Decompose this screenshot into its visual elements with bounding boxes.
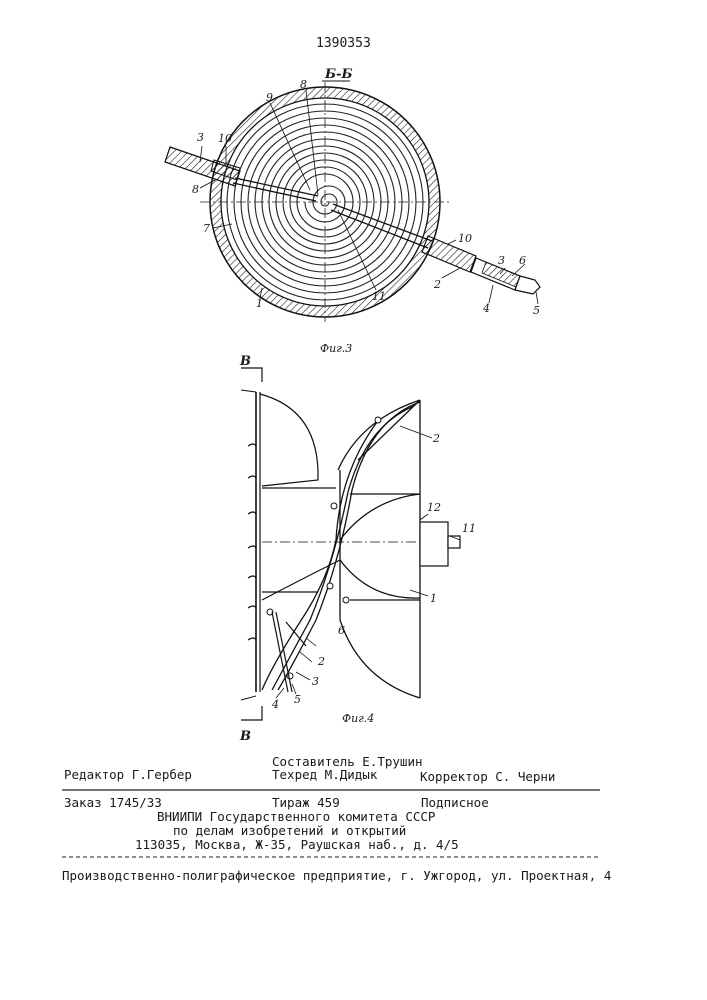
subscription: Подписное — [421, 796, 489, 810]
fig4-label-2-bottom: 2 — [317, 655, 325, 668]
address: 113035, Москва, Ж-35, Раушская наб., д. … — [135, 838, 459, 852]
fig4-label-6: 6 — [338, 624, 345, 637]
org-line-2: по делам изобретений и открытий — [173, 824, 406, 838]
fig4-label-5: 5 — [294, 693, 301, 706]
right-cylinder — [338, 400, 420, 698]
fig3-label-10: 10 — [218, 132, 232, 145]
editor: Редактор Г.Гербер — [64, 768, 192, 782]
fig4-label-3: 3 — [312, 675, 319, 688]
printer: Производственно-полиграфическое предприя… — [62, 869, 611, 883]
fig4-label-2-top: 2 — [432, 432, 440, 445]
fig3-label-7: 7 — [203, 222, 210, 235]
fig3-label-11: 11 — [372, 290, 386, 303]
techred: Техред М.Дидык — [272, 768, 377, 782]
fig3-label-3: 3 — [197, 131, 204, 144]
fig4-section-top: В — [239, 354, 251, 369]
fig3-label-8: 8 — [192, 183, 199, 196]
spiral-tube — [262, 402, 420, 690]
fig4-label-11: 11 — [462, 522, 476, 535]
fig3-caption: Фиг.3 — [320, 342, 352, 355]
fig3-label-5: 5 — [533, 304, 540, 317]
org-line-1: ВНИИПИ Государственного комитета СССР — [157, 810, 435, 824]
circulation: Тираж 459 — [272, 796, 340, 810]
fig3-label-2: 2 — [433, 278, 441, 291]
fig4-caption: Фиг.4 — [342, 712, 374, 725]
shaft-housing — [420, 522, 448, 566]
fig3-label-9: 9 — [266, 91, 273, 104]
fig4-label-1: 1 — [430, 592, 437, 605]
fig3-label-10-right: 10 — [458, 232, 472, 245]
fig4-label-4: 4 — [271, 698, 279, 711]
corrector: Корректор С. Черни — [420, 770, 555, 784]
fig4-section-bottom: В — [239, 729, 251, 744]
base-plate — [248, 392, 260, 692]
fig3-section-label: Б-Б — [324, 67, 353, 82]
fig3-label-6: 6 — [519, 254, 526, 267]
fig3-label-3-right: 3 — [498, 254, 505, 267]
fig4-label-12: 12 — [427, 501, 441, 514]
fig3-label-8-top: 8 — [300, 78, 307, 91]
order: Заказ 1745/33 — [64, 796, 162, 810]
fig3-label-1: 1 — [256, 297, 263, 310]
fig3-label-4: 4 — [482, 302, 490, 315]
